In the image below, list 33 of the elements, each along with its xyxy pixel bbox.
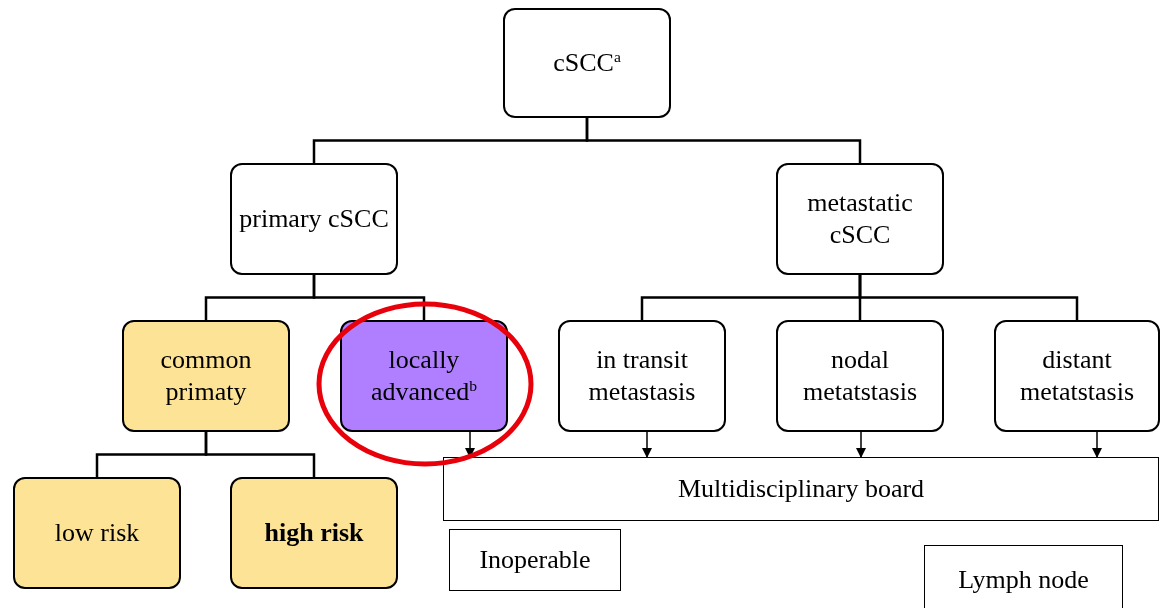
process-box	[503, 8, 671, 118]
process-box	[230, 163, 398, 275]
process-box	[558, 320, 726, 432]
node-label: distant metatstasis	[1018, 343, 1136, 408]
process-box	[13, 477, 181, 589]
node-label: primary cSCC	[238, 202, 390, 235]
process-box	[122, 320, 290, 432]
connector-line	[312, 275, 426, 320]
connector-line	[204, 432, 316, 477]
process-box	[776, 163, 944, 275]
node-label: common primaty	[159, 343, 253, 408]
node-label: locally advanced$^{b}$	[370, 343, 478, 408]
node-label: in transit metastasis	[587, 343, 697, 408]
connector-line	[585, 118, 862, 163]
node-label: nodal metatstasis	[801, 343, 919, 408]
node-label: high risk	[263, 516, 365, 549]
arrow	[856, 431, 866, 458]
node-label: metastatic cSCC	[806, 186, 914, 251]
rectangle-box	[449, 529, 621, 591]
arrow	[1092, 431, 1102, 458]
rectangle-box	[924, 545, 1123, 608]
node-label: Inoperable	[478, 543, 592, 576]
process-box	[340, 320, 508, 432]
rectangle-box	[443, 457, 1159, 521]
arrow	[642, 431, 652, 458]
process-box	[230, 477, 398, 589]
node-label: Lymph node	[957, 563, 1090, 596]
node-label: cSCC$^{a}$	[552, 46, 622, 79]
node-label: low risk	[53, 516, 141, 549]
process-box	[994, 320, 1160, 432]
process-box	[776, 320, 944, 432]
connector-line	[858, 275, 1079, 320]
node-label: Multidisciplinary board	[676, 472, 926, 505]
